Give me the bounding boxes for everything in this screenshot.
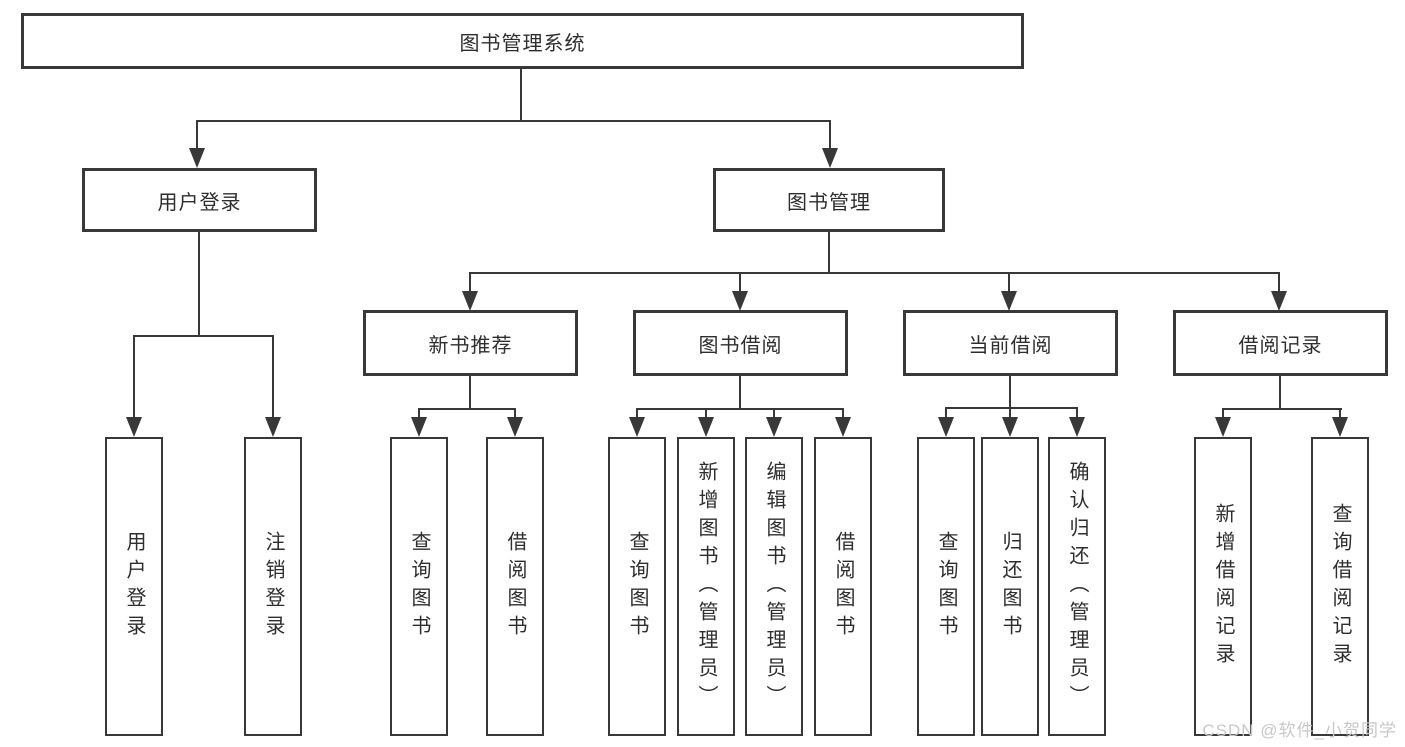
- connector-line: [196, 120, 831, 122]
- arrow-down-icon: [698, 417, 714, 437]
- connector-line: [1222, 408, 1224, 419]
- connector-line: [739, 376, 741, 408]
- arrow-down-icon: [507, 417, 523, 437]
- leaf-query-books-recommended-label: 查询图书: [408, 530, 430, 643]
- connector-line: [469, 272, 471, 293]
- connector-line: [198, 232, 200, 335]
- node-book-management: 图书管理: [713, 168, 945, 232]
- connector-line: [1278, 272, 1280, 293]
- node-root-label: 图书管理系统: [459, 32, 586, 55]
- connector-line: [739, 272, 741, 293]
- leaf-borrow-books-borrowing-label: 借阅图书: [832, 530, 854, 643]
- node-current-borrowing: 当前借阅: [903, 310, 1118, 376]
- connector-line: [1008, 272, 1010, 293]
- connector-line: [842, 408, 844, 419]
- arrow-down-icon: [1332, 417, 1348, 437]
- node-book-management-label: 图书管理: [787, 191, 871, 214]
- connector-line: [133, 335, 135, 419]
- node-book-borrowing-label: 图书借阅: [698, 334, 783, 357]
- leaf-confirm-return-admin-label: 确认归还（管理员）: [1066, 460, 1088, 713]
- leaf-query-books-current: 查询图书: [917, 437, 975, 736]
- node-new-book-recommendation-label: 新书推荐: [428, 334, 513, 357]
- node-book-borrowing: 图书借阅: [633, 310, 848, 376]
- leaf-confirm-return-admin: 确认归还（管理员）: [1048, 437, 1106, 736]
- leaf-logout-login-label: 注销登录: [262, 530, 284, 643]
- leaf-add-book-admin-label: 新增图书（管理员）: [695, 460, 717, 713]
- arrow-down-icon: [835, 417, 851, 437]
- node-user-login-label: 用户登录: [157, 191, 242, 214]
- connector-line: [418, 408, 516, 410]
- connector-line: [196, 120, 198, 150]
- leaf-query-books-current-label: 查询图书: [935, 530, 957, 643]
- leaf-edit-book-admin-label: 编辑图书（管理员）: [763, 460, 785, 713]
- connector-line: [272, 335, 274, 419]
- arrow-down-icon: [462, 291, 478, 311]
- arrow-down-icon: [265, 417, 281, 437]
- leaf-query-borrow-record: 查询借阅记录: [1311, 437, 1369, 736]
- node-new-book-recommendation: 新书推荐: [363, 310, 578, 376]
- leaf-add-borrow-record-label: 新增借阅记录: [1212, 502, 1234, 671]
- leaf-logout-login: 注销登录: [244, 437, 302, 736]
- arrow-down-icon: [938, 417, 954, 437]
- leaf-query-books-borrowing-label: 查询图书: [626, 530, 648, 643]
- node-borrowing-records: 借阅记录: [1173, 310, 1388, 376]
- arrow-down-icon: [189, 148, 205, 168]
- arrow-down-icon: [1215, 417, 1231, 437]
- connector-line: [636, 408, 844, 410]
- arrow-down-icon: [1002, 417, 1018, 437]
- node-borrowing-records-label: 借阅记录: [1238, 334, 1323, 357]
- leaf-user-login-label: 用户登录: [123, 530, 145, 643]
- connector-line: [418, 408, 420, 419]
- leaf-query-borrow-record-label: 查询借阅记录: [1329, 502, 1351, 671]
- connector-line: [1279, 376, 1281, 408]
- arrow-down-icon: [732, 291, 748, 311]
- arrow-down-icon: [411, 417, 427, 437]
- connector-line: [945, 407, 947, 419]
- connector-line: [773, 408, 775, 419]
- connector-line: [1009, 376, 1011, 407]
- connector-line: [1076, 407, 1078, 419]
- connector-line: [828, 232, 830, 272]
- leaf-return-books: 归还图书: [981, 437, 1039, 736]
- leaf-edit-book-admin: 编辑图书（管理员）: [745, 437, 803, 736]
- connector-line: [469, 272, 1280, 274]
- connector-line: [945, 407, 1078, 409]
- node-user-login: 用户登录: [82, 168, 317, 232]
- arrow-down-icon: [1069, 417, 1085, 437]
- leaf-user-login: 用户登录: [105, 437, 163, 736]
- connector-line: [520, 69, 522, 122]
- arrow-down-icon: [629, 417, 645, 437]
- connector-line: [133, 335, 274, 337]
- arrow-down-icon: [766, 417, 782, 437]
- arrow-down-icon: [126, 417, 142, 437]
- csdn-watermark: CSDN @软件_小贺同学: [1202, 721, 1397, 740]
- leaf-borrow-books-borrowing: 借阅图书: [814, 437, 872, 736]
- connector-line: [514, 408, 516, 419]
- leaf-add-borrow-record: 新增借阅记录: [1194, 437, 1252, 736]
- connector-line: [636, 408, 638, 419]
- leaf-query-books-borrowing: 查询图书: [608, 437, 666, 736]
- connector-line: [1222, 408, 1342, 410]
- leaf-query-books-recommended: 查询图书: [390, 437, 448, 736]
- arrow-down-icon: [1271, 291, 1287, 311]
- connector-line: [829, 120, 831, 150]
- leaf-borrow-books-recommended-label: 借阅图书: [504, 530, 526, 643]
- connector-line: [469, 376, 471, 408]
- node-current-borrowing-label: 当前借阅: [968, 334, 1053, 357]
- arrow-down-icon: [1001, 291, 1017, 311]
- node-root: 图书管理系统: [21, 13, 1024, 69]
- leaf-borrow-books-recommended: 借阅图书: [486, 437, 544, 736]
- leaf-add-book-admin: 新增图书（管理员）: [677, 437, 735, 736]
- leaf-return-books-label: 归还图书: [999, 530, 1021, 643]
- arrow-down-icon: [822, 148, 838, 168]
- connector-line: [705, 408, 707, 419]
- connector-line: [1339, 408, 1341, 419]
- connector-line: [1009, 407, 1011, 419]
